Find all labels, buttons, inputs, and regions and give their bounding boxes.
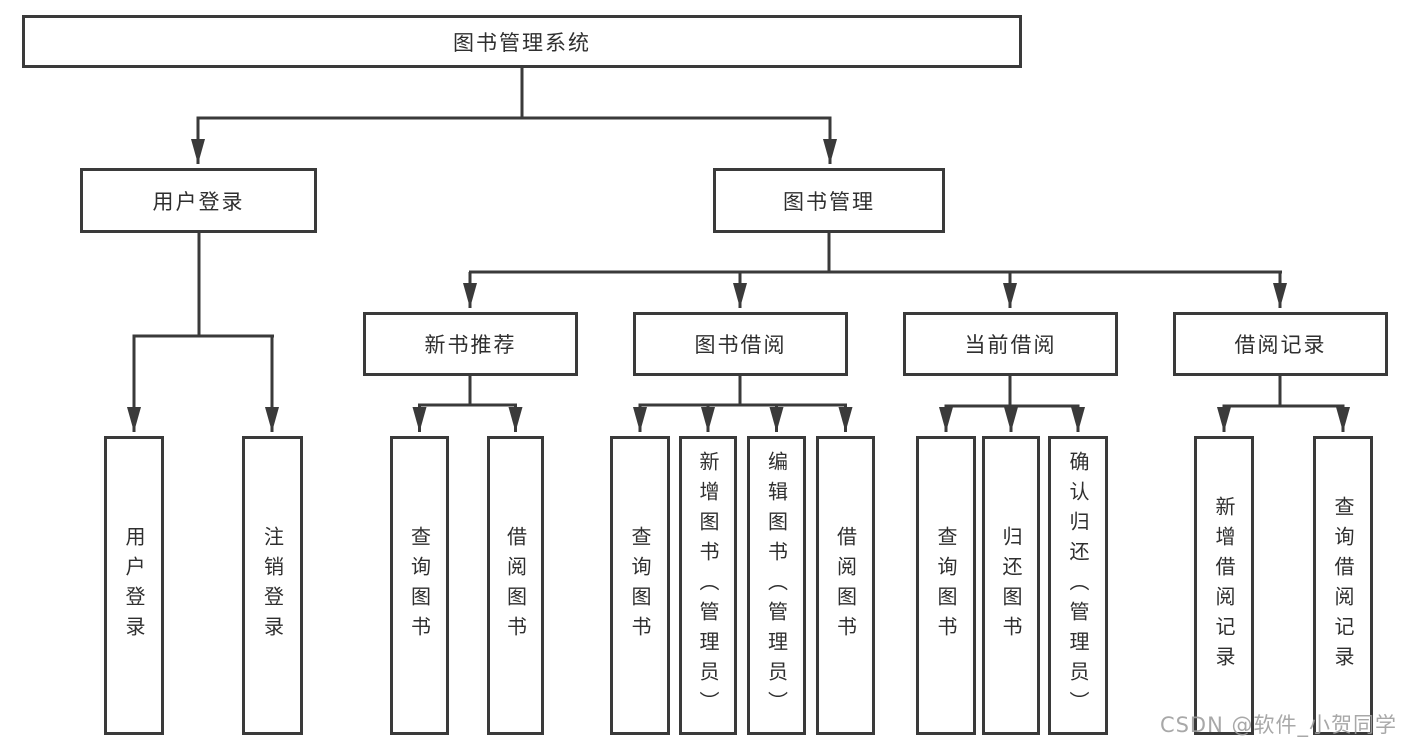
node-library-management-system: 图书管理系统 [22,15,1022,68]
node-label: 用户登录 [152,189,245,214]
node-book-borrowing: 图书借阅 [633,312,848,376]
leaf-confirm-return-admin: 确认归还（管理员） [1048,436,1108,735]
node-label: 图书管理 [783,189,875,214]
node-label: 用户登录 [122,525,146,646]
node-label: 图书借阅 [694,333,787,357]
node-label: 查询图书 [628,525,652,646]
node-label: 新增图书（管理员） [696,450,720,721]
leaf-user-login: 用户登录 [104,436,164,735]
node-label: 注销登录 [260,525,285,646]
node-label: 借阅图书 [503,525,528,646]
leaf-add-books-admin: 新增图书（管理员） [679,436,737,735]
leaf-add-borrow-record: 新增借阅记录 [1194,436,1254,735]
leaf-borrow-books-1: 借阅图书 [487,436,544,735]
node-label: 当前借阅 [964,333,1057,357]
node-label: 新增借阅记录 [1212,495,1236,676]
node-label: 查询借阅记录 [1331,495,1355,676]
leaf-query-books-2: 查询图书 [610,436,670,735]
leaf-query-books-3: 查询图书 [916,436,976,735]
leaf-query-books-1: 查询图书 [390,436,449,735]
node-user-login: 用户登录 [80,168,317,233]
leaf-logout: 注销登录 [242,436,303,735]
node-borrowing-records: 借阅记录 [1173,312,1388,376]
leaf-borrow-books-2: 借阅图书 [816,436,875,735]
node-new-book-recommend: 新书推荐 [363,312,578,376]
node-label: 查询图书 [934,525,958,646]
node-label: 查询图书 [407,525,432,646]
node-label: 归还图书 [999,525,1023,646]
node-label: 确认归还（管理员） [1066,450,1090,721]
node-label: 新书推荐 [424,333,517,357]
leaf-edit-books-admin: 编辑图书（管理员） [747,436,806,735]
node-label: 借阅记录 [1234,333,1327,357]
node-label: 编辑图书（管理员） [764,450,789,721]
csdn-watermark: CSDN @软件_小贺同学 [1159,713,1397,737]
leaf-return-books: 归还图书 [982,436,1040,735]
leaf-query-borrow-record: 查询借阅记录 [1313,436,1373,735]
node-label: 借阅图书 [833,525,858,646]
node-label: 图书管理系统 [453,30,591,55]
node-current-borrowing: 当前借阅 [903,312,1118,376]
node-book-management: 图书管理 [713,168,945,233]
